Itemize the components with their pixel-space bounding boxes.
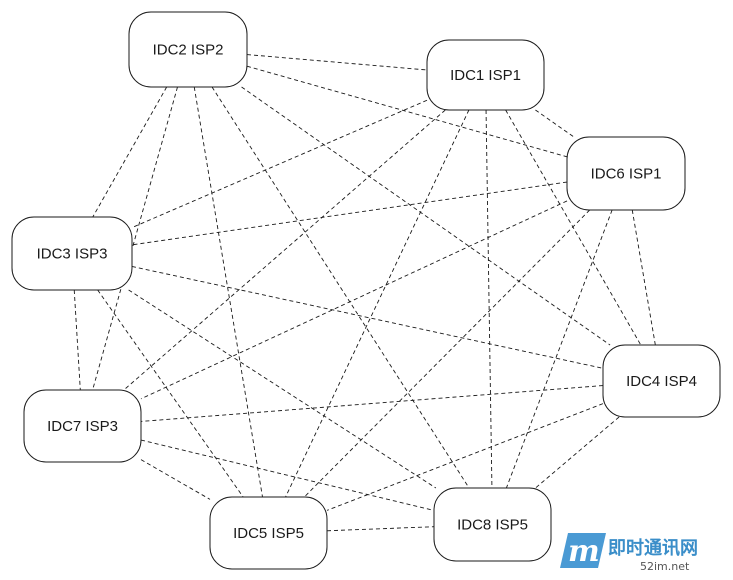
node-idc2-isp2: IDC2 ISP2	[128, 11, 248, 88]
node-idc6-isp1: IDC6 ISP1	[566, 136, 686, 211]
edge-idc6-isp1-idc8-isp5	[505, 209, 613, 489]
node-idc8-isp5: IDC8 ISP5	[433, 487, 552, 562]
node-box	[209, 496, 328, 570]
edge-idc2-isp2-idc1-isp1	[246, 54, 428, 71]
edge-idc1-isp1-idc5-isp5	[285, 109, 470, 498]
edge-idc6-isp1-idc3-isp3	[131, 181, 568, 246]
node-label: IDC5 ISP5	[233, 525, 304, 542]
edge-idc4-isp4-idc8-isp5	[535, 416, 620, 489]
edge-idc5-isp5-idc8-isp5	[326, 526, 435, 532]
watermark-logo-letter: m	[568, 534, 600, 569]
node-idc1-isp1: IDC1 ISP1	[426, 39, 545, 111]
node-box	[23, 389, 142, 463]
node-label: IDC2 ISP2	[153, 42, 224, 59]
edge-idc1-isp1-idc4-isp4	[505, 109, 642, 346]
watermark: m 即时通讯网 52im.net	[560, 533, 698, 573]
node-label: IDC4 ISP4	[626, 373, 697, 390]
node-box	[426, 39, 545, 111]
edge-idc3-isp3-idc5-isp5	[97, 289, 244, 498]
node-label: IDC6 ISP1	[591, 166, 662, 183]
node-label: IDC7 ISP3	[47, 418, 118, 435]
edge-idc1-isp1-idc3-isp3	[131, 99, 428, 229]
edge-idc6-isp1-idc4-isp4	[631, 209, 656, 346]
edge-idc3-isp3-idc8-isp5	[128, 289, 437, 489]
edge-idc1-isp1-idc8-isp5	[485, 109, 493, 489]
edge-idc7-isp3-idc5-isp5	[140, 459, 211, 500]
edge-idc2-isp2-idc3-isp3	[92, 86, 168, 218]
node-label: IDC1 ISP1	[450, 67, 521, 84]
edge-idc3-isp3-idc7-isp3	[73, 289, 81, 391]
node-idc4-isp4: IDC4 ISP4	[602, 344, 721, 418]
watermark-site-name: 即时通讯网	[608, 538, 698, 559]
edge-idc2-isp2-idc7-isp3	[92, 86, 178, 391]
connection-lines	[73, 54, 656, 532]
edge-idc1-isp1-idc6-isp1	[535, 109, 575, 138]
node-box	[566, 136, 686, 211]
node-box	[11, 216, 133, 291]
edge-idc4-isp4-idc5-isp5	[326, 403, 604, 511]
edge-idc2-isp2-idc4-isp4	[241, 86, 611, 346]
watermark-url: 52im.net	[640, 560, 690, 573]
node-label: IDC8 ISP5	[457, 517, 528, 534]
edge-idc6-isp1-idc5-isp5	[303, 209, 591, 498]
node-box	[433, 487, 552, 562]
node-box	[128, 11, 248, 88]
watermark-logo-icon: m	[560, 533, 606, 569]
edge-idc7-isp3-idc8-isp5	[140, 439, 435, 511]
edge-idc2-isp2-idc8-isp5	[211, 86, 470, 489]
node-label: IDC3 ISP3	[37, 246, 108, 263]
node-idc5-isp5: IDC5 ISP5	[209, 496, 328, 570]
edge-idc3-isp3-idc4-isp4	[131, 266, 604, 369]
node-idc7-isp3: IDC7 ISP3	[23, 389, 142, 463]
edge-idc4-isp4-idc7-isp3	[140, 385, 604, 422]
node-idc3-isp3: IDC3 ISP3	[11, 216, 133, 291]
edge-idc1-isp1-idc7-isp3	[123, 109, 446, 391]
edge-idc6-isp1-idc7-isp3	[140, 200, 568, 400]
edge-idc2-isp2-idc5-isp5	[193, 86, 263, 498]
node-box	[602, 344, 721, 418]
